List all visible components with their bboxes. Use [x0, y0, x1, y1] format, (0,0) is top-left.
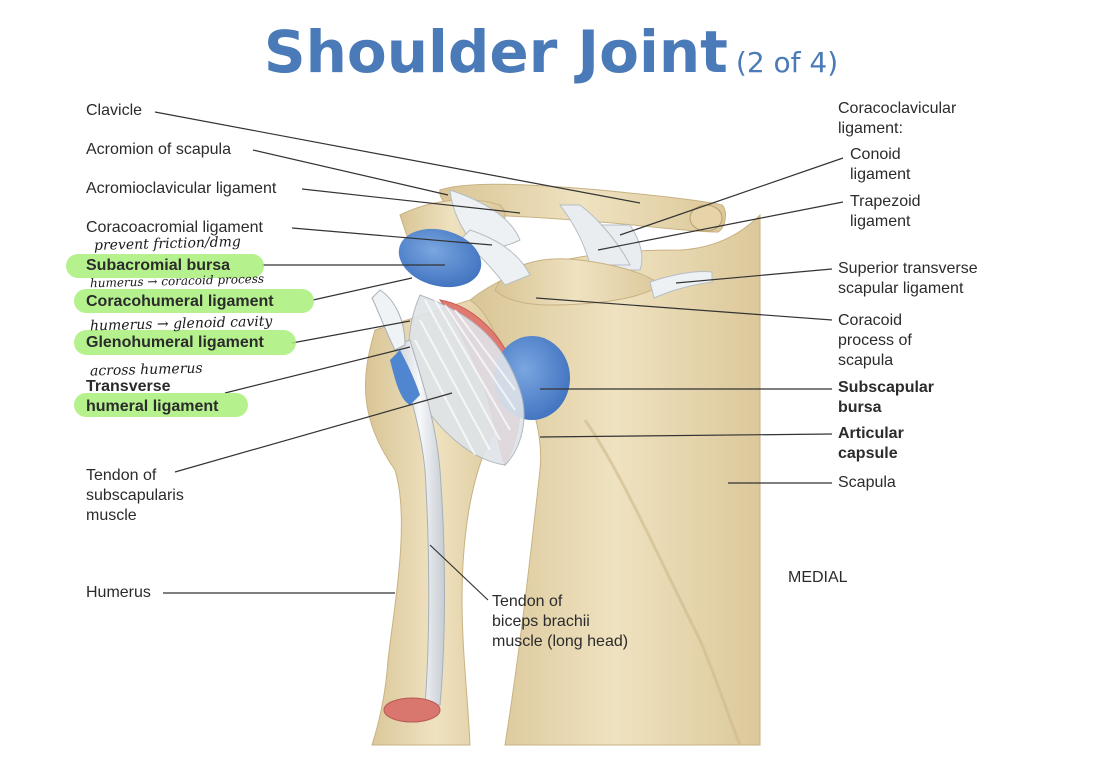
highlight-coracohumeral — [74, 289, 314, 313]
label-acromion: Acromion of scapula — [86, 141, 231, 158]
biceps-tendon — [394, 339, 445, 706]
label-humerus: Humerus — [86, 584, 151, 601]
label-tendon-subscapularis: Tendon of subscapularis muscle — [86, 467, 184, 524]
label-tendon-biceps: Tendon of biceps brachii muscle (long he… — [492, 593, 629, 650]
label-superior-transverse: Superior transverse scapular ligament — [838, 260, 978, 297]
highlight-transverse — [74, 393, 248, 417]
label-transverse-humeral: Transverse humeral ligament — [86, 378, 219, 415]
label-subacromial-bursa: Subacromial bursa — [86, 257, 231, 274]
subscapularis-tendon — [371, 289, 406, 351]
highlight-glenohumeral — [74, 330, 296, 355]
label-coracohumeral: Coracohumeral ligament — [86, 293, 274, 310]
label-trapezoid: Trapezoid ligament — [850, 193, 921, 230]
title-main: Shoulder Joint — [263, 18, 728, 86]
label-scapula: Scapula — [838, 474, 896, 491]
label-acromioclavicular: Acromioclavicular ligament — [86, 180, 277, 197]
label-coracoacromial: Coracoacromial ligament — [86, 219, 263, 236]
humerus-cut-end — [383, 697, 441, 723]
label-conoid: Conoid ligament — [850, 146, 911, 183]
label-subscapular-bursa: Subscapular bursa — [838, 379, 935, 416]
label-articular-capsule: Articular capsule — [838, 425, 904, 462]
superior-transverse-scapular-ligament — [649, 271, 713, 299]
title-subtitle: (2 of 4) — [735, 46, 839, 79]
label-medial: MEDIAL — [788, 569, 848, 586]
highlight-subacromial — [66, 254, 264, 278]
note-transverse: across humerus — [89, 360, 203, 380]
label-glenohumeral: Glenohumeral ligament — [86, 334, 264, 351]
label-coracoclavicular: Coracoclavicular ligament: — [838, 100, 957, 137]
label-coracoid: Coracoid process of scapula — [838, 312, 912, 369]
label-clavicle: Clavicle — [86, 102, 143, 119]
page-title: Shoulder Joint(2 of 4) — [0, 18, 1102, 86]
trapezoid-ligament — [559, 204, 631, 266]
subacromial-bursa — [398, 228, 482, 288]
